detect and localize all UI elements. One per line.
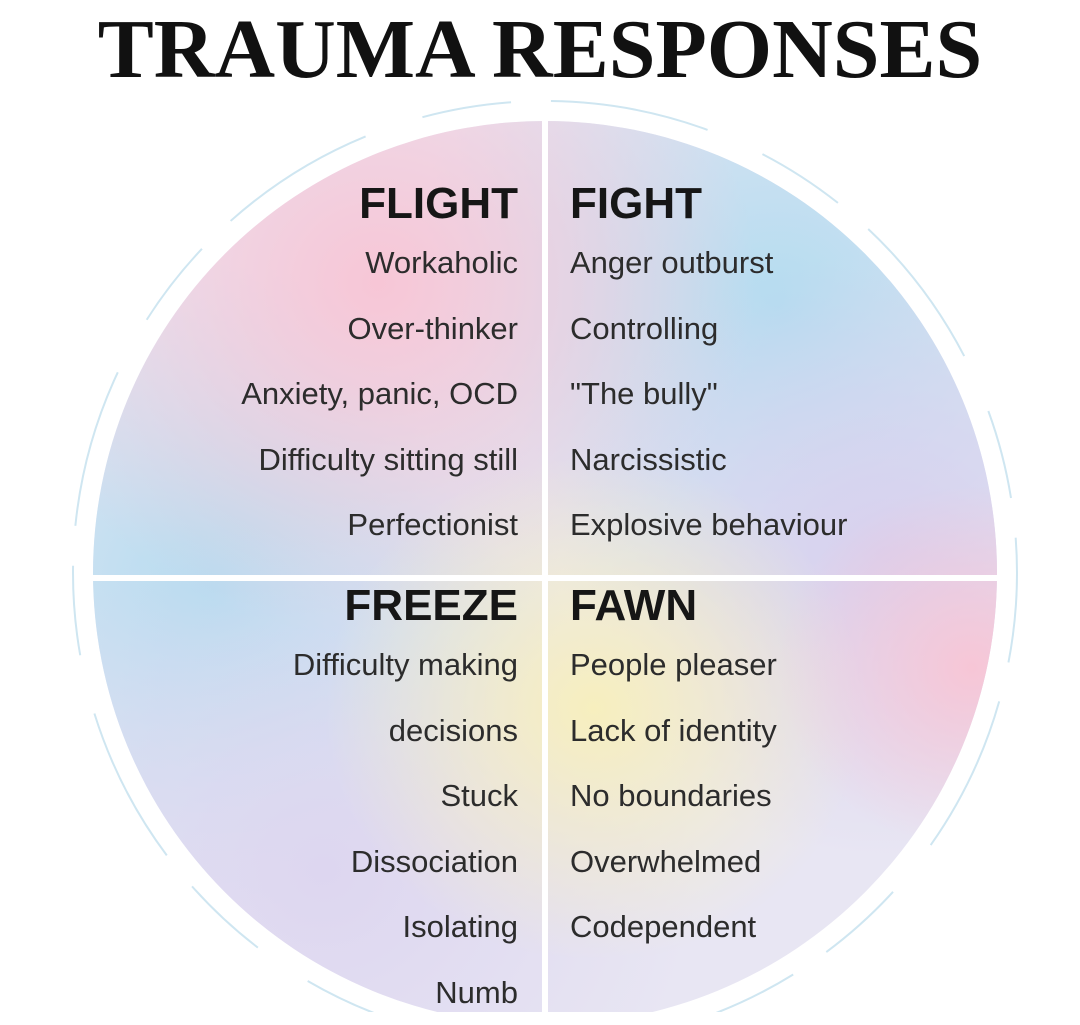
list-item: Difficulty making: [48, 632, 518, 698]
quadrant-list-freeze: Difficulty making decisions Stuck Dissoc…: [48, 632, 518, 1025]
list-item: Narcissistic: [570, 427, 1040, 493]
list-item: Dissociation: [48, 829, 518, 895]
list-item: Isolating: [48, 894, 518, 960]
quadrant-fight: FIGHT Anger outburst Controlling "The bu…: [570, 178, 1040, 558]
quadrant-heading-freeze: FREEZE: [48, 580, 518, 632]
quadrant-heading-flight: FLIGHT: [48, 178, 518, 230]
list-item: "The bully": [570, 361, 1040, 427]
list-item: decisions: [48, 698, 518, 764]
list-item: Explosive behaviour: [570, 492, 1040, 558]
list-item: Anger outburst: [570, 230, 1040, 296]
quadrant-heading-fight: FIGHT: [570, 178, 1040, 230]
quadrant-freeze: FREEZE Difficulty making decisions Stuck…: [48, 580, 518, 1025]
list-item: Lack of identity: [570, 698, 1040, 764]
quadrant-list-flight: Workaholic Over-thinker Anxiety, panic, …: [48, 230, 518, 558]
list-item: No boundaries: [570, 763, 1040, 829]
list-item: Difficulty sitting still: [48, 427, 518, 493]
quadrant-flight: FLIGHT Workaholic Over-thinker Anxiety, …: [48, 178, 518, 558]
list-item: Workaholic: [48, 230, 518, 296]
list-item: Numb: [48, 960, 518, 1025]
list-item: People pleaser: [570, 632, 1040, 698]
quadrant-list-fight: Anger outburst Controlling "The bully" N…: [570, 230, 1040, 558]
list-item: Over-thinker: [48, 296, 518, 362]
list-item: Stuck: [48, 763, 518, 829]
quadrant-list-fawn: People pleaser Lack of identity No bound…: [570, 632, 1040, 960]
list-item: Controlling: [570, 296, 1040, 362]
list-item: Codependent: [570, 894, 1040, 960]
quadrant-fawn: FAWN People pleaser Lack of identity No …: [570, 580, 1040, 960]
list-item: Perfectionist: [48, 492, 518, 558]
list-item: Overwhelmed: [570, 829, 1040, 895]
quadrant-heading-fawn: FAWN: [570, 580, 1040, 632]
list-item: Anxiety, panic, OCD: [48, 361, 518, 427]
